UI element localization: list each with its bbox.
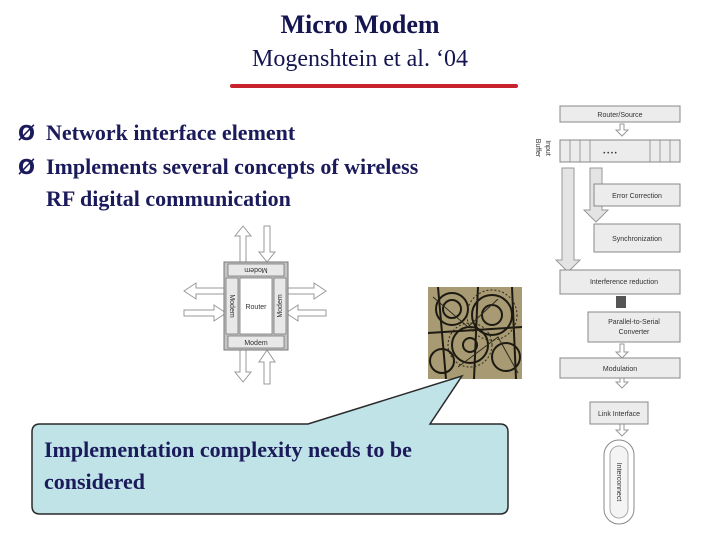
buffer-dots: • • • •: [603, 151, 616, 157]
stage-modulation: Modulation: [603, 366, 637, 373]
signal-block: [616, 296, 626, 308]
bullet-2-text: Implements several concepts of wireless: [46, 154, 419, 179]
stage-converter: Converter: [619, 329, 650, 336]
channel-interconnect: Interconnect: [615, 463, 622, 502]
modem-top-label: Modem: [244, 266, 268, 273]
bullet-arrow-icon: Ø: [18, 155, 36, 179]
stage-interference-reduction: Interference reduction: [590, 279, 658, 286]
modem-right-label: Modem: [277, 294, 284, 318]
stage-synchronization: Synchronization: [612, 236, 662, 243]
bullet-2: Ø Implements several concepts of wireless: [18, 154, 418, 180]
bullet-1-text: Network interface element: [46, 120, 296, 145]
bullet-2-continuation: RF digital communication: [46, 186, 291, 211]
buffer-label-input: Input: [544, 140, 551, 156]
modem-left-label: Modem: [228, 294, 235, 318]
stage-link-interface: Link Interface: [598, 411, 640, 418]
callout-text: Implementation complexity needs to be co…: [44, 437, 412, 494]
slide-title: Micro Modem: [280, 10, 440, 39]
modem-pipeline-diagram: Router/Source • • • • Input Buffer Error…: [534, 105, 681, 525]
router-label: Router: [245, 304, 267, 311]
bullet-arrow-icon: Ø: [18, 121, 36, 145]
stage-parallel-to-serial: Parallel-to-Serial: [608, 319, 660, 326]
modem-bottom-label: Modem: [244, 340, 268, 347]
clockwork-mechanism-image: [428, 287, 522, 379]
stage-router-source: Router/Source: [597, 112, 642, 119]
callout-bubble: [31, 374, 509, 515]
router-modem-diagram: Modem Modem Modem Modem Router: [183, 225, 327, 385]
stage-error-correction: Error Correction: [612, 193, 662, 200]
slide-subtitle: Mogenshtein et al. ‘04: [252, 46, 468, 72]
bullet-1: Ø Network interface element: [18, 120, 295, 146]
buffer-label-buffer: Buffer: [534, 139, 541, 158]
title-underline: [230, 84, 518, 88]
